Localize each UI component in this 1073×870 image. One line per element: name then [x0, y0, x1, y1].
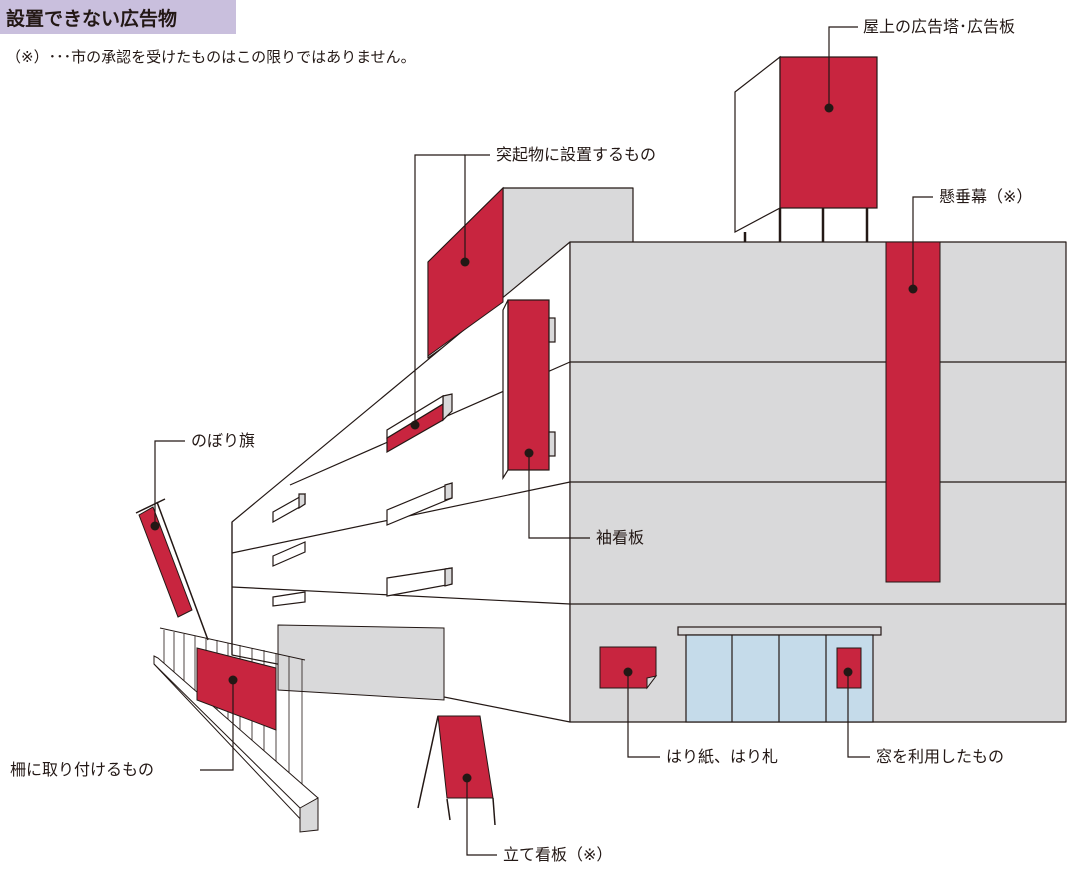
label-protrusion-sign: 突起物に設置するもの: [496, 145, 657, 164]
leader-rooftop: [828, 26, 858, 108]
label-nobori-flag: のぼり旗: [191, 431, 256, 450]
hanging-banner: [885, 241, 941, 583]
label-poster: はり紙、はり札: [666, 747, 779, 766]
fence: [153, 627, 319, 833]
label-standing-sign: 立て看板（※）: [503, 845, 613, 864]
leader-poster: [627, 672, 660, 758]
label-rooftop-sign: 屋上の広告塔･広告板: [863, 17, 1016, 36]
label-window-sign: 窓を利用したもの: [876, 747, 1005, 766]
nobori-flag: [135, 498, 209, 641]
page-title: 設置できない広告物: [6, 8, 178, 30]
standing-sign: [417, 715, 496, 826]
rooftop-sign: [734, 55, 878, 242]
sode-sign: [502, 299, 556, 481]
leader-fence: [200, 680, 234, 771]
label-hanging-banner: 懸垂幕（※）: [939, 187, 1033, 206]
approval-note: （※）･･･市の承認を受けたものはこの限りではありません。: [6, 48, 416, 66]
leader-window: [847, 672, 870, 758]
leader-sode: [528, 453, 590, 539]
leader-standing: [466, 778, 497, 856]
label-sode-sign: 袖看板: [596, 528, 645, 547]
leader-nobori: [154, 440, 185, 526]
title-badge: 設置できない広告物: [0, 0, 236, 34]
ground-panel: [277, 624, 445, 701]
protrusion-sign: [427, 186, 504, 357]
leader-protrusion-2: [414, 154, 465, 425]
leader-banner: [912, 196, 933, 289]
label-fence-sign: 柵に取り付けるもの: [10, 760, 155, 779]
